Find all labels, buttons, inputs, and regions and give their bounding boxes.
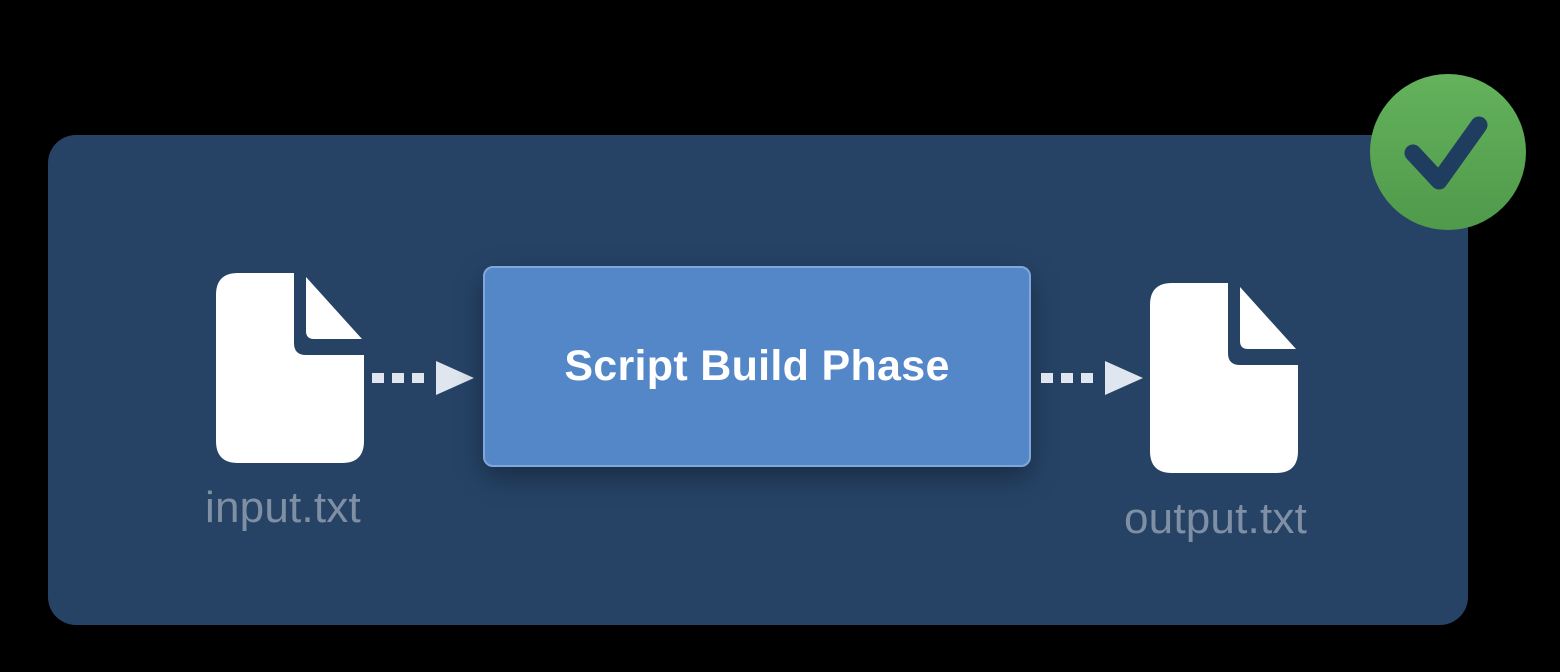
- script-build-phase-box: Script Build Phase: [483, 266, 1031, 467]
- script-build-phase-label: Script Build Phase: [564, 342, 950, 390]
- phase-to-output-arrow: [1039, 360, 1147, 396]
- output-file-label: output.txt: [1124, 494, 1308, 543]
- input-to-phase-arrow: [370, 360, 478, 396]
- output-file-document-icon: [1150, 283, 1300, 475]
- input-file-label: input.txt: [205, 483, 361, 532]
- input-file-document-icon: [216, 273, 366, 465]
- checkmark-icon: [1369, 73, 1527, 231]
